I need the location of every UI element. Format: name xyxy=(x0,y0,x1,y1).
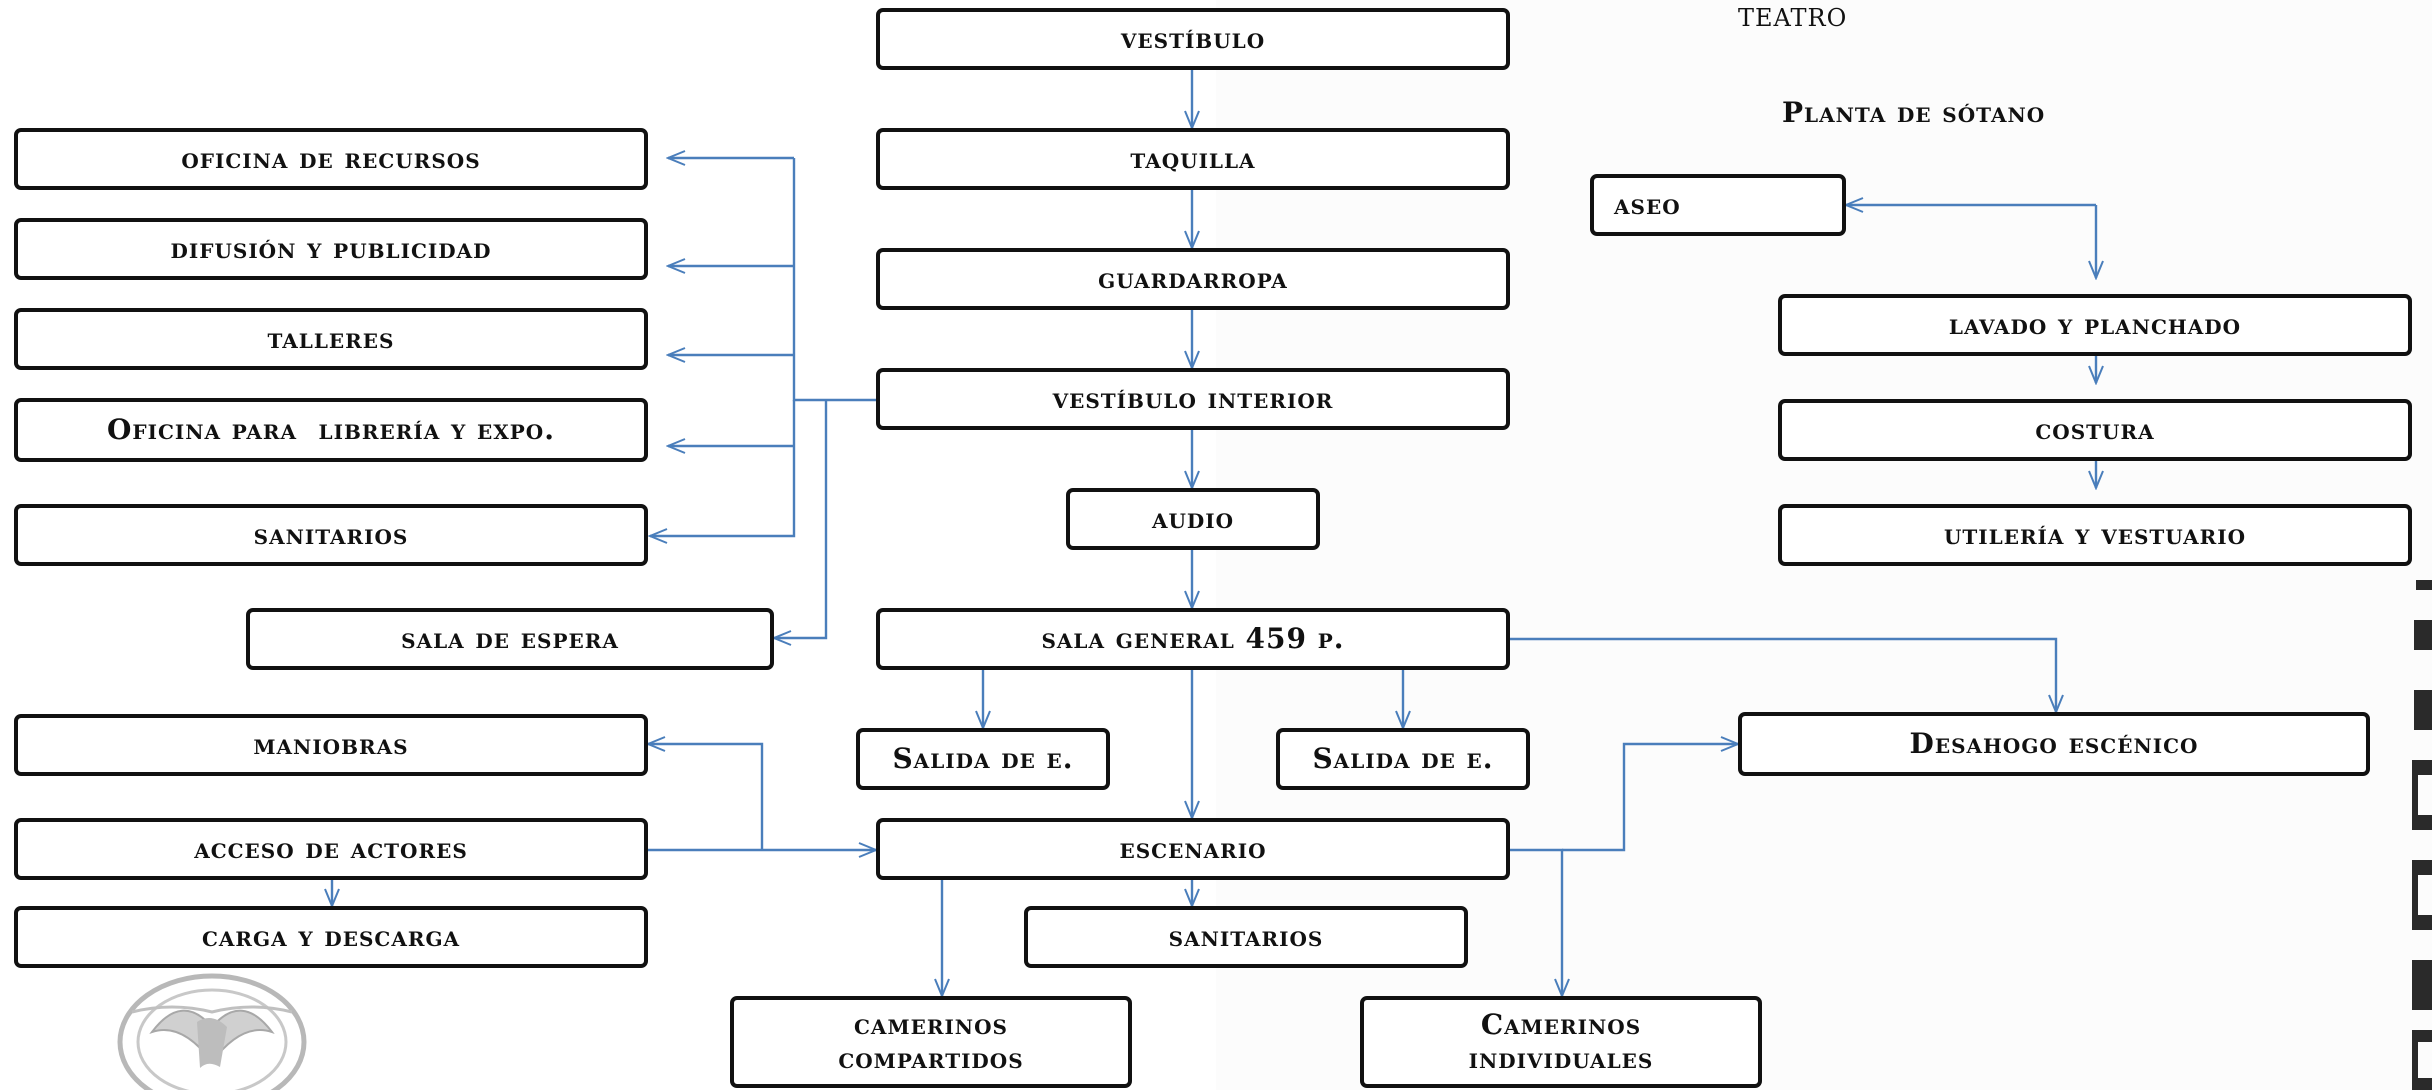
box-audio: audio xyxy=(1066,488,1320,550)
arrow-escenario-desahogo xyxy=(1562,744,1738,852)
box-difusion: difusión y publicidad xyxy=(14,218,648,280)
box-vestibulo-interior: vestíbulo interior xyxy=(876,368,1510,430)
box-carga-descarga: carga y descarga xyxy=(14,906,648,968)
box-sala-espera: sala de espera xyxy=(246,608,774,670)
box-maniobras: maniobras xyxy=(14,714,648,776)
arrow-to-sanitarios-left xyxy=(650,400,796,536)
arrow-to-maniobras xyxy=(648,744,764,850)
box-lavado: lavado y planchado xyxy=(1778,294,2412,356)
planta-sotano-title: Planta de sótano xyxy=(1782,96,2046,129)
box-camerinos-individuales: Camerinos individuales xyxy=(1360,996,1762,1088)
box-oficina-libreria: Oficina para librería y expo. xyxy=(14,398,648,462)
box-taquilla: taquilla xyxy=(876,128,1510,190)
university-seal-logo xyxy=(117,973,307,1090)
box-acceso-actores: acceso de actores xyxy=(14,818,648,880)
box-guardarropa: guardarropa xyxy=(876,248,1510,310)
box-salida-1: Salida de e. xyxy=(856,728,1110,790)
box-vestibulo: vestíbulo xyxy=(876,8,1510,70)
box-talleres: talleres xyxy=(14,308,648,370)
box-salida-2: Salida de e. xyxy=(1276,728,1530,790)
arrow-escenario-camerinos-individuales xyxy=(1510,848,1562,996)
box-escenario: escenario xyxy=(876,818,1510,880)
box-aseo: aseo xyxy=(1590,174,1846,236)
box-costura: costura xyxy=(1778,399,2412,461)
box-desahogo: Desahogo escénico xyxy=(1738,712,2370,776)
arrow-to-sala-espera xyxy=(774,400,828,638)
box-sala-general: sala general 459 p. xyxy=(876,608,1510,670)
box-camerinos-compartidos: camerinos compartidos xyxy=(730,996,1132,1088)
box-oficina-recursos: oficina de recursos xyxy=(14,128,648,190)
box-sanitarios-center: sanitarios xyxy=(1024,906,1468,968)
box-sanitarios-left: sanitarios xyxy=(14,504,648,566)
connector-left-trunk xyxy=(792,158,878,402)
teatro-label: TEATRO xyxy=(1738,4,1848,32)
side-edge-mark xyxy=(2412,580,2432,1090)
arrow-sala-desahogo xyxy=(1510,637,2056,712)
box-utileria: utilería y vestuario xyxy=(1778,504,2412,566)
